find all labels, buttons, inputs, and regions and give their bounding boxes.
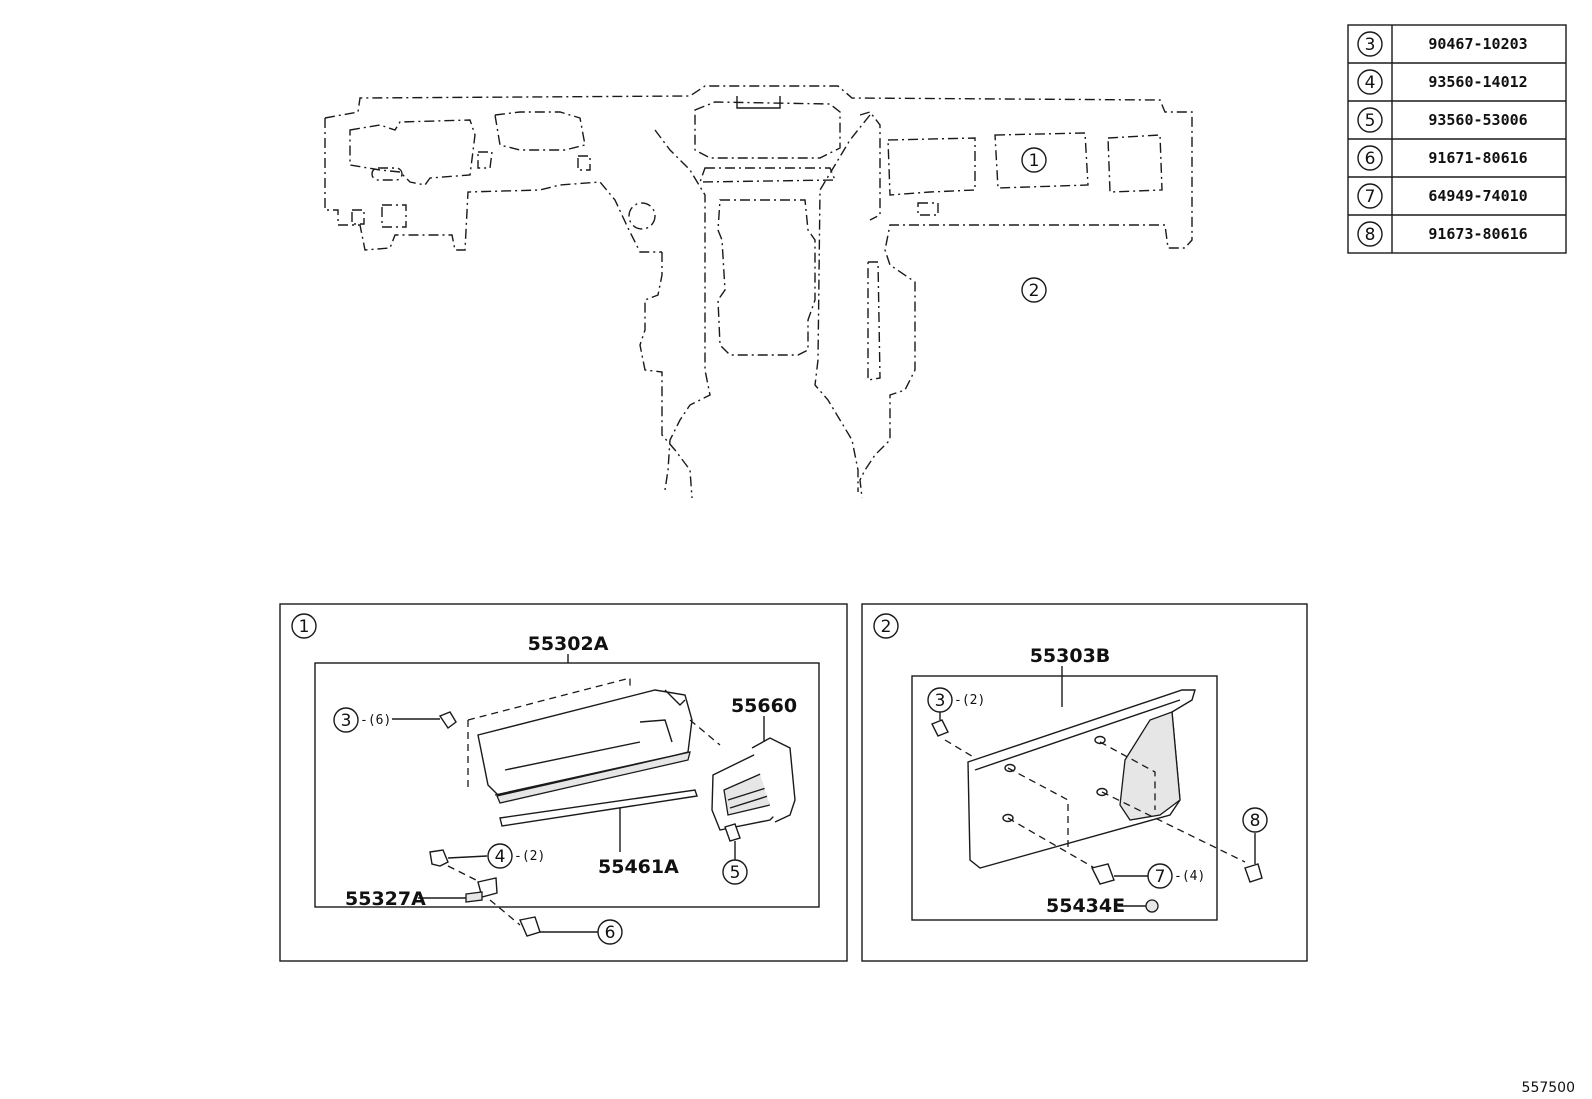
svg-text:3: 3 — [341, 711, 352, 731]
svg-text:6: 6 — [605, 923, 616, 943]
svg-text:-(2): -(2) — [954, 693, 985, 708]
detail-panel-2: 2 55303B 3 -(2) 7 -(4) — [861, 603, 1308, 962]
legend-row: 6 91671-80616 — [1357, 145, 1528, 171]
overview-callout-1: 1 — [1021, 147, 1047, 173]
svg-text:4: 4 — [1365, 73, 1376, 93]
svg-text:3: 3 — [1365, 35, 1376, 55]
svg-text:8: 8 — [1250, 811, 1261, 831]
part-label-55461A: 55461A — [598, 856, 679, 878]
part-label-55327A: 55327A — [345, 888, 426, 910]
legend-row: 3 90467-10203 — [1357, 31, 1528, 57]
callout-5: 5 — [722, 859, 748, 885]
callout-3-qty6: 3 -(6) — [333, 707, 440, 733]
callout-4-qty2: 4 -(2) — [487, 843, 545, 869]
svg-text:7: 7 — [1155, 867, 1166, 887]
svg-text:-(2): -(2) — [514, 849, 545, 864]
svg-text:93560-53006: 93560-53006 — [1428, 111, 1527, 129]
legend-row: 8 91673-80616 — [1357, 221, 1528, 247]
svg-text:7: 7 — [1365, 187, 1376, 207]
svg-text:-(4): -(4) — [1174, 869, 1205, 884]
panel-2-index: 2 — [881, 617, 892, 637]
callout-8: 8 — [1242, 807, 1268, 833]
detail-panel-1: 1 55302A 55461A 55660 5 — [279, 603, 848, 962]
legend-row: 4 93560-14012 — [1357, 69, 1528, 95]
legend-row: 5 93560-53006 — [1357, 107, 1528, 133]
legend-row: 7 64949-74010 — [1357, 183, 1528, 209]
part-label-55302A: 55302A — [528, 633, 609, 655]
svg-text:91673-80616: 91673-80616 — [1428, 225, 1527, 243]
svg-text:6: 6 — [1365, 149, 1376, 169]
callout-3-qty2: 3 -(2) — [927, 687, 985, 720]
overview-callout-2: 2 — [1021, 277, 1047, 303]
svg-text:5: 5 — [1365, 111, 1376, 131]
svg-text:64949-74010: 64949-74010 — [1428, 187, 1527, 205]
svg-text:1: 1 — [1029, 151, 1040, 171]
svg-text:93560-14012: 93560-14012 — [1428, 73, 1527, 91]
panel-1-index: 1 — [299, 617, 310, 637]
svg-text:91671-80616: 91671-80616 — [1428, 149, 1527, 167]
part-label-55434E: 55434E — [1046, 895, 1125, 917]
svg-text:4: 4 — [495, 847, 506, 867]
part-label-55303B: 55303B — [1030, 645, 1111, 667]
svg-text:5: 5 — [730, 863, 741, 883]
dashboard-overview — [324, 85, 1193, 499]
callout-6: 6 — [597, 919, 623, 945]
diagram-code: 557500 — [1522, 1080, 1575, 1096]
svg-text:8: 8 — [1365, 225, 1376, 245]
part-number-legend: 3 90467-10203 4 93560-14012 5 93560-5300… — [1347, 24, 1567, 254]
part-label-55660: 55660 — [731, 695, 797, 717]
svg-text:90467-10203: 90467-10203 — [1428, 35, 1527, 53]
svg-text:2: 2 — [1029, 281, 1040, 301]
svg-text:-(6): -(6) — [360, 713, 391, 728]
callout-7-qty4: 7 -(4) — [1147, 863, 1205, 889]
svg-text:3: 3 — [935, 691, 946, 711]
